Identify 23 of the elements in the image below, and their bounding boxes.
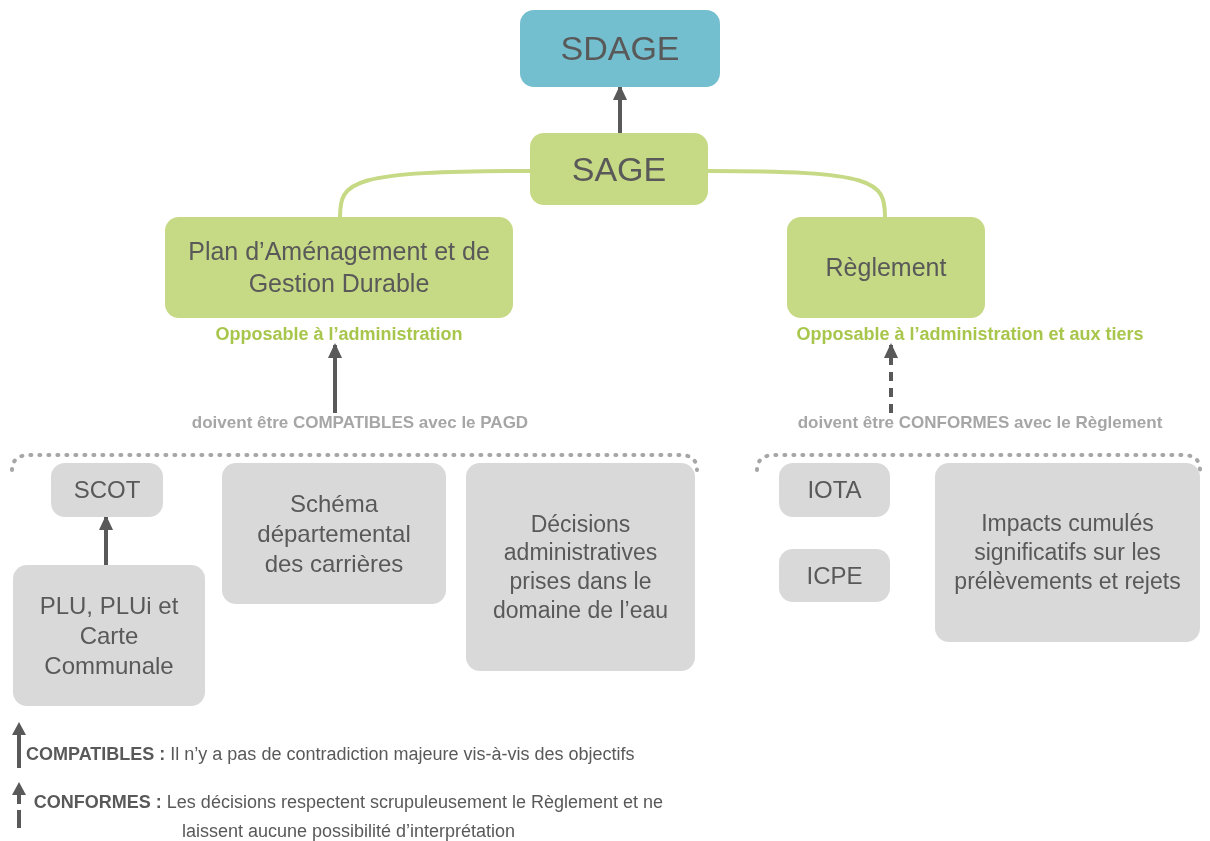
process-box: Impacts cumulés significatifs sur les prélèvements et rejets	[935, 463, 1200, 642]
arrow	[328, 343, 342, 413]
legend-text: COMPATIBLES : Il n’y a pas de contradiction majeure vis-à-vis des objectifs	[26, 743, 635, 766]
group-label: doivent être CONFORMES avec le Règlement	[797, 413, 1163, 433]
arrow	[613, 85, 627, 133]
process-box: PLU, PLUi et Carte Communale	[13, 565, 205, 706]
process-box: ICPE	[779, 549, 890, 602]
process-box: Schéma départemental des carrières	[222, 463, 446, 604]
arrow	[99, 515, 113, 565]
process-box: Décisions administratives prises dans le domaine de l’eau	[466, 463, 695, 671]
process-box: IOTA	[779, 463, 890, 517]
legend-text: CONFORMES : Les décisions respectent scrupuleusement le Règlement et ne laissent aucune possibilité d’interprétation	[32, 791, 665, 841]
process-box: SAGE	[530, 133, 708, 205]
process-box: SDAGE	[520, 10, 720, 87]
process-box: SCOT	[51, 463, 163, 517]
node-caption: Opposable à l’administration et aux tiers	[795, 324, 1145, 345]
node-caption: Opposable à l’administration	[214, 324, 464, 345]
arrow	[884, 343, 898, 413]
connector-line	[338, 169, 530, 218]
process-box: Plan d’Aménagement et de Gestion Durable	[165, 217, 513, 318]
connector-line	[708, 169, 887, 218]
process-box: Règlement	[787, 217, 985, 318]
group-label: doivent être COMPATIBLES avec le PAGD	[191, 413, 529, 433]
